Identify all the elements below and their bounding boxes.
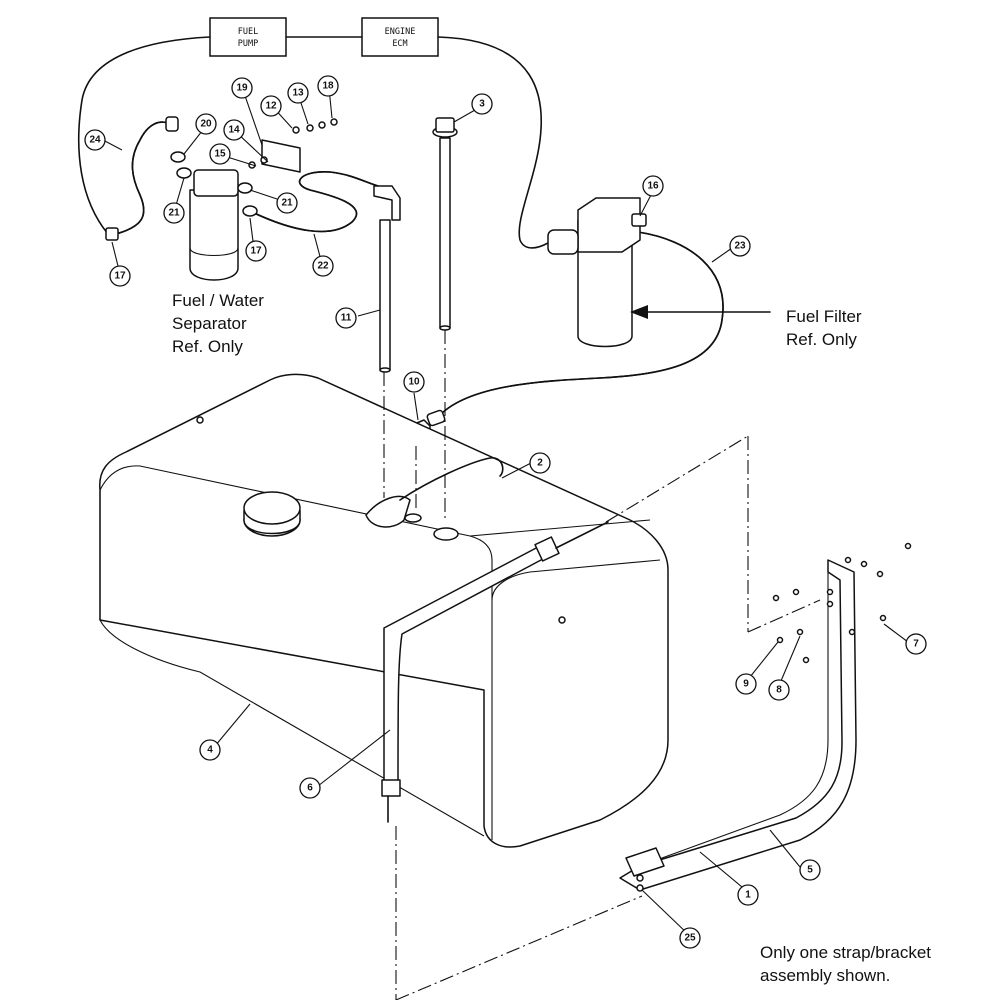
callout-5-text: 5	[807, 865, 813, 876]
callout-11-text: 11	[341, 313, 352, 324]
callout-12-text: 12	[265, 101, 277, 112]
engine-ecm-box: ENGINE ECM	[361, 17, 439, 57]
assembly-note-line2: assembly shown.	[760, 966, 890, 985]
callout-17b-text: 17	[250, 246, 262, 257]
callout-20-text: 20	[200, 119, 212, 130]
fuel-water-separator	[105, 116, 258, 281]
callout-9: 9	[735, 673, 757, 695]
separator-note-line2: Separator	[172, 314, 247, 333]
callout-21a: 21	[163, 202, 185, 224]
fuel-filter	[547, 197, 647, 348]
callout-6: 6	[299, 777, 321, 799]
fuel-pump-label-line2: PUMP	[238, 39, 258, 49]
callout-13-text: 13	[292, 88, 304, 99]
callout-16-text: 16	[647, 181, 659, 192]
callout-11: 11	[335, 307, 357, 329]
mounting-bracket-hardware	[248, 118, 338, 173]
callout-4: 4	[199, 739, 221, 761]
fuel-pump-label-line1: FUEL	[238, 27, 258, 37]
callout-3: 3	[471, 93, 493, 115]
callout-12: 12	[260, 95, 282, 117]
callout-8: 8	[768, 679, 790, 701]
filter-note-line1: Fuel Filter	[786, 307, 862, 326]
callout-21b-text: 21	[281, 198, 293, 209]
callout-5: 5	[799, 859, 821, 881]
callout-17a-text: 17	[114, 271, 126, 282]
construction-lines	[383, 330, 821, 1000]
filter-note-line2: Ref. Only	[786, 330, 857, 349]
callout-7: 7	[905, 633, 927, 655]
assembly-note: Only one strap/bracket assembly shown.	[760, 943, 931, 985]
callout-15-text: 15	[214, 149, 226, 160]
callout-1: 1	[737, 884, 759, 906]
callout-16: 16	[642, 175, 664, 197]
separator-note-line3: Ref. Only	[172, 337, 243, 356]
callout-21a-text: 21	[168, 208, 180, 219]
callout-23: 23	[729, 235, 751, 257]
separator-note-line1: Fuel / Water	[172, 291, 264, 310]
callout-3-text: 3	[479, 99, 485, 110]
callout-6-text: 6	[307, 783, 313, 794]
callout-10: 10	[403, 371, 425, 393]
separator-note: Fuel / Water Separator Ref. Only	[172, 291, 264, 356]
callout-23-text: 23	[734, 241, 746, 252]
fuel-level-sender	[432, 117, 458, 331]
callout-24-text: 24	[89, 135, 101, 146]
callout-22: 22	[312, 255, 334, 277]
callout-22-text: 22	[317, 261, 329, 272]
callout-10-text: 10	[408, 377, 420, 388]
callout-2: 2	[529, 452, 551, 474]
fuel-lines	[77, 36, 724, 416]
fuel-filter-arrow-head	[630, 305, 648, 319]
callout-4-text: 4	[207, 745, 213, 756]
filter-note: Fuel Filter Ref. Only	[786, 307, 862, 349]
callout-21b: 21	[276, 192, 298, 214]
assembly-note-line1: Only one strap/bracket	[760, 943, 931, 962]
callout-25: 25	[679, 927, 701, 949]
engine-ecm-label-line2: ECM	[392, 39, 407, 49]
callout-20: 20	[195, 113, 217, 135]
fuel-pump-box: FUEL PUMP	[209, 17, 287, 57]
callout-14: 14	[223, 119, 245, 141]
callout-18: 18	[317, 75, 339, 97]
callout-9-text: 9	[743, 679, 749, 690]
callout-2-text: 2	[537, 458, 543, 469]
callout-18-text: 18	[322, 81, 334, 92]
engine-ecm-label-line1: ENGINE	[385, 27, 416, 37]
callout-24: 24	[84, 129, 106, 151]
callout-19-text: 19	[236, 83, 248, 94]
pickup-tube	[373, 185, 401, 373]
tank-bracket	[619, 542, 912, 892]
callout-13: 13	[287, 82, 309, 104]
callout-17a: 17	[109, 265, 131, 287]
fuel-tank	[99, 373, 669, 848]
callout-15: 15	[209, 143, 231, 165]
callout-25-text: 25	[684, 933, 696, 944]
callout-19: 19	[231, 77, 253, 99]
callout-17b: 17	[245, 240, 267, 262]
callout-7-text: 7	[913, 639, 919, 650]
callout-1-text: 1	[745, 890, 751, 901]
callout-14-text: 14	[228, 125, 240, 136]
callout-8-text: 8	[776, 685, 782, 696]
